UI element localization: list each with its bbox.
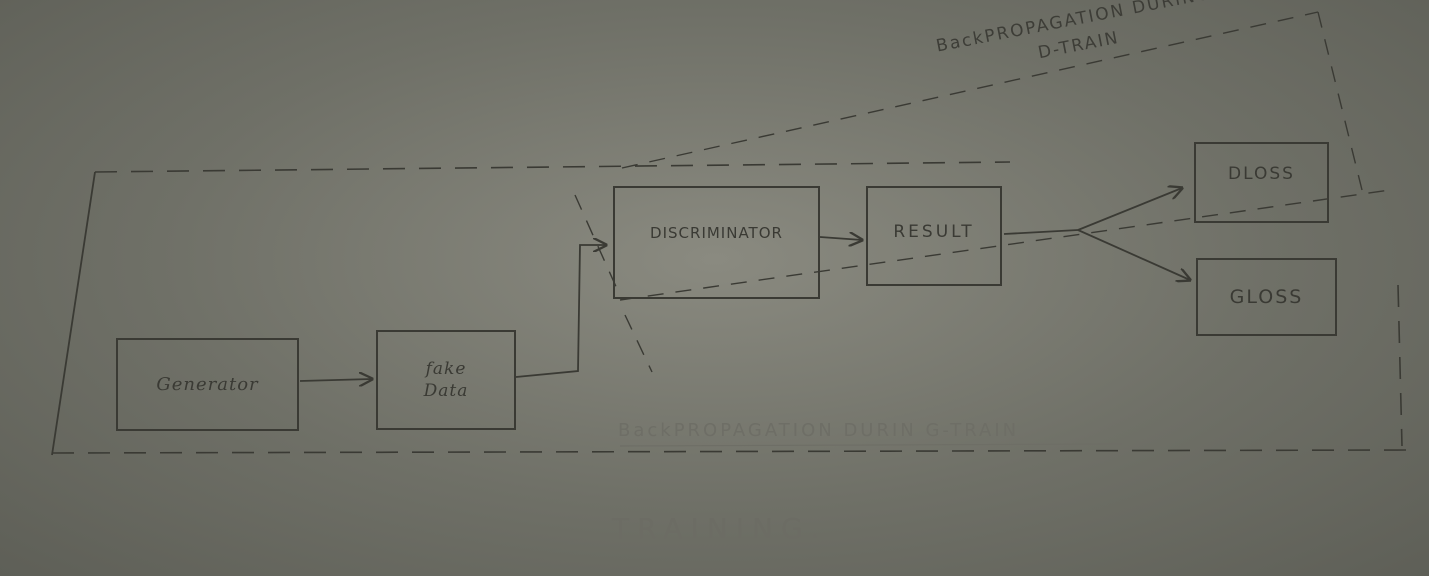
gloss-box: GLOSS xyxy=(1196,258,1337,336)
g-train-region xyxy=(51,161,1408,454)
fake-data-box: fake Data xyxy=(376,330,516,430)
discriminator-label: DISCRIMINATOR xyxy=(650,224,783,242)
discriminator-to-result-arrow xyxy=(819,237,862,240)
result-to-gloss-arrow xyxy=(1077,229,1190,280)
discriminator-box: DISCRIMINATOR xyxy=(613,186,820,299)
generator-box: Generator xyxy=(116,338,299,431)
generator-label: Generator xyxy=(156,374,259,395)
result-split-line xyxy=(1003,229,1079,235)
gloss-label: GLOSS xyxy=(1229,286,1304,308)
fake-data-label-line1: fake xyxy=(425,359,467,379)
dloss-box: DLOSS xyxy=(1194,142,1329,223)
result-label: RESULT xyxy=(893,222,975,242)
dloss-label: DLOSS xyxy=(1228,164,1295,184)
result-to-dloss-arrow xyxy=(1077,188,1182,231)
backprop-g-train-label: BackPROPAGATION DURIN G-TRAIN xyxy=(618,420,1020,441)
fake-to-discriminator-arrow xyxy=(515,245,606,378)
generator-to-fake-arrow xyxy=(299,379,372,381)
g-train-left-edge xyxy=(51,171,96,456)
fake-data-label-line2: Data xyxy=(423,381,469,401)
diagram-title: TRAINING. xyxy=(612,512,828,545)
result-box: RESULT xyxy=(866,186,1002,286)
g-train-label-underline xyxy=(619,443,1123,447)
